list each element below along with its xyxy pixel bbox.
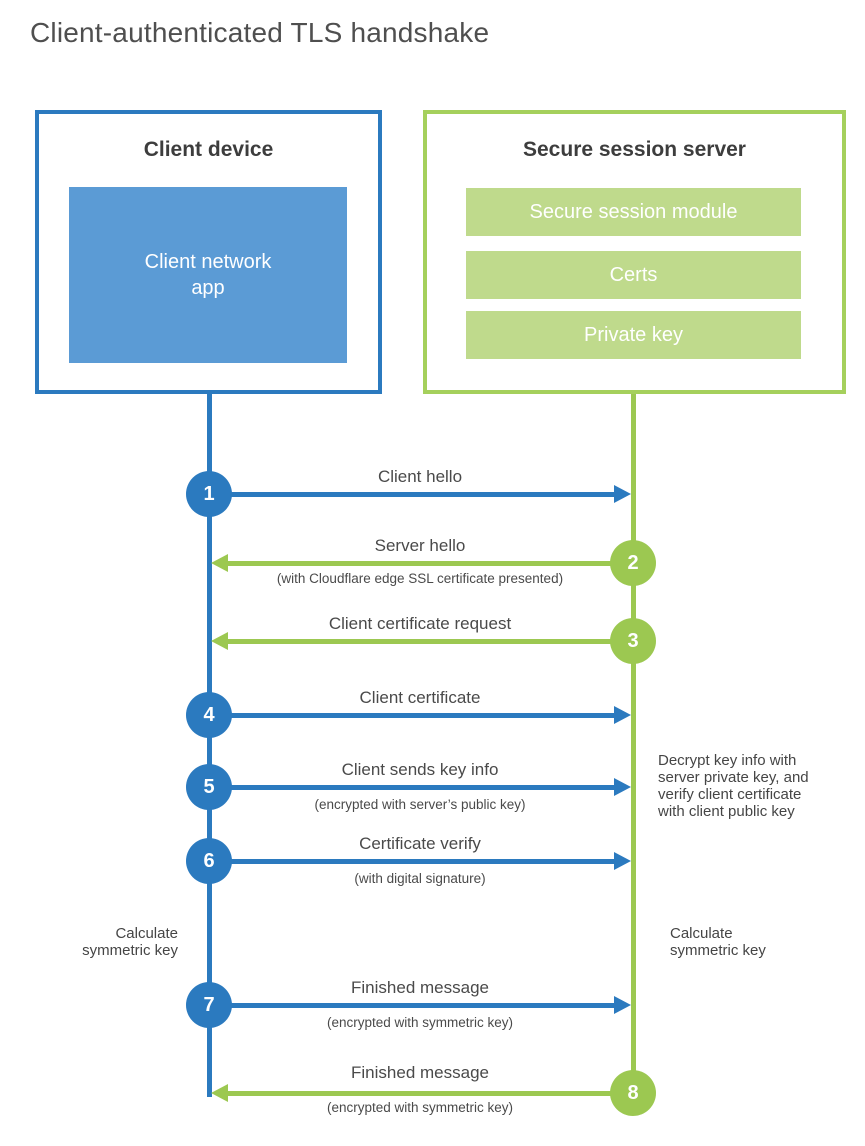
step-2-sublabel: (with Cloudflare edge SSL certificate pr… <box>276 571 564 586</box>
arrowhead-left-icon <box>211 1084 228 1102</box>
step-7-badge: 7 <box>186 982 232 1028</box>
step-6-badge: 6 <box>186 838 232 884</box>
client-device-box: Client device Client network app <box>35 110 382 394</box>
server-module-secure-session: Secure session module <box>466 188 801 236</box>
step-1-badge: 1 <box>186 471 232 517</box>
step-4-arrow <box>230 706 631 724</box>
server-lifeline <box>631 394 636 1093</box>
step-2-label: Server hello <box>374 536 466 555</box>
step-6-label: Certificate verify <box>359 834 481 853</box>
step-5-arrow <box>230 778 631 796</box>
step-6-sublabel: (with digital signature) <box>354 871 486 886</box>
arrowhead-right-icon <box>614 996 631 1014</box>
step-7-sublabel: (encrypted with symmetric key) <box>326 1015 514 1030</box>
step-3-badge: 3 <box>610 618 656 664</box>
arrowhead-right-icon <box>614 706 631 724</box>
step-1-label: Client hello <box>377 467 463 486</box>
step-5-badge: 5 <box>186 764 232 810</box>
client-lifeline <box>207 394 212 1097</box>
server-decrypt-note: Decrypt key info with server private key… <box>658 752 809 820</box>
step-4-badge: 4 <box>186 692 232 738</box>
arrowhead-left-icon <box>211 632 228 650</box>
page-title: Client-authenticated TLS handshake <box>30 17 490 48</box>
arrowhead-right-icon <box>614 778 631 796</box>
step-6-arrow <box>230 852 631 870</box>
step-3-arrow <box>211 632 612 650</box>
step-8-arrow <box>211 1084 612 1102</box>
step-7-arrow <box>230 996 631 1014</box>
server-calculate-symmetric-key-note: Calculate symmetric key <box>670 925 766 959</box>
client-calculate-symmetric-key-note: Calculate symmetric key <box>82 925 178 959</box>
arrowhead-right-icon <box>614 485 631 503</box>
step-5-sublabel: (encrypted with server’s public key) <box>314 797 526 812</box>
secure-session-server-box: Secure session server Secure session mod… <box>423 110 846 394</box>
step-7-label: Finished message <box>351 978 489 997</box>
step-8-badge: 8 <box>610 1070 656 1116</box>
step-4-label: Client certificate <box>359 688 481 707</box>
server-module-certs: Certs <box>466 251 801 299</box>
client-network-app-box: Client network app <box>69 187 347 363</box>
secure-session-server-title: Secure session server <box>523 138 746 161</box>
step-2-arrow <box>211 554 612 572</box>
client-network-app-label: Client network app <box>144 251 272 299</box>
step-2-badge: 2 <box>610 540 656 586</box>
client-device-title: Client device <box>143 138 274 161</box>
step-3-label: Client certificate request <box>328 614 512 633</box>
step-5-label: Client sends key info <box>341 760 499 779</box>
step-8-label: Finished message <box>351 1063 489 1082</box>
arrowhead-left-icon <box>211 554 228 572</box>
server-module-private-key: Private key <box>466 311 801 359</box>
arrowhead-right-icon <box>614 852 631 870</box>
step-1-arrow <box>230 485 631 503</box>
step-8-sublabel: (encrypted with symmetric key) <box>326 1100 514 1115</box>
